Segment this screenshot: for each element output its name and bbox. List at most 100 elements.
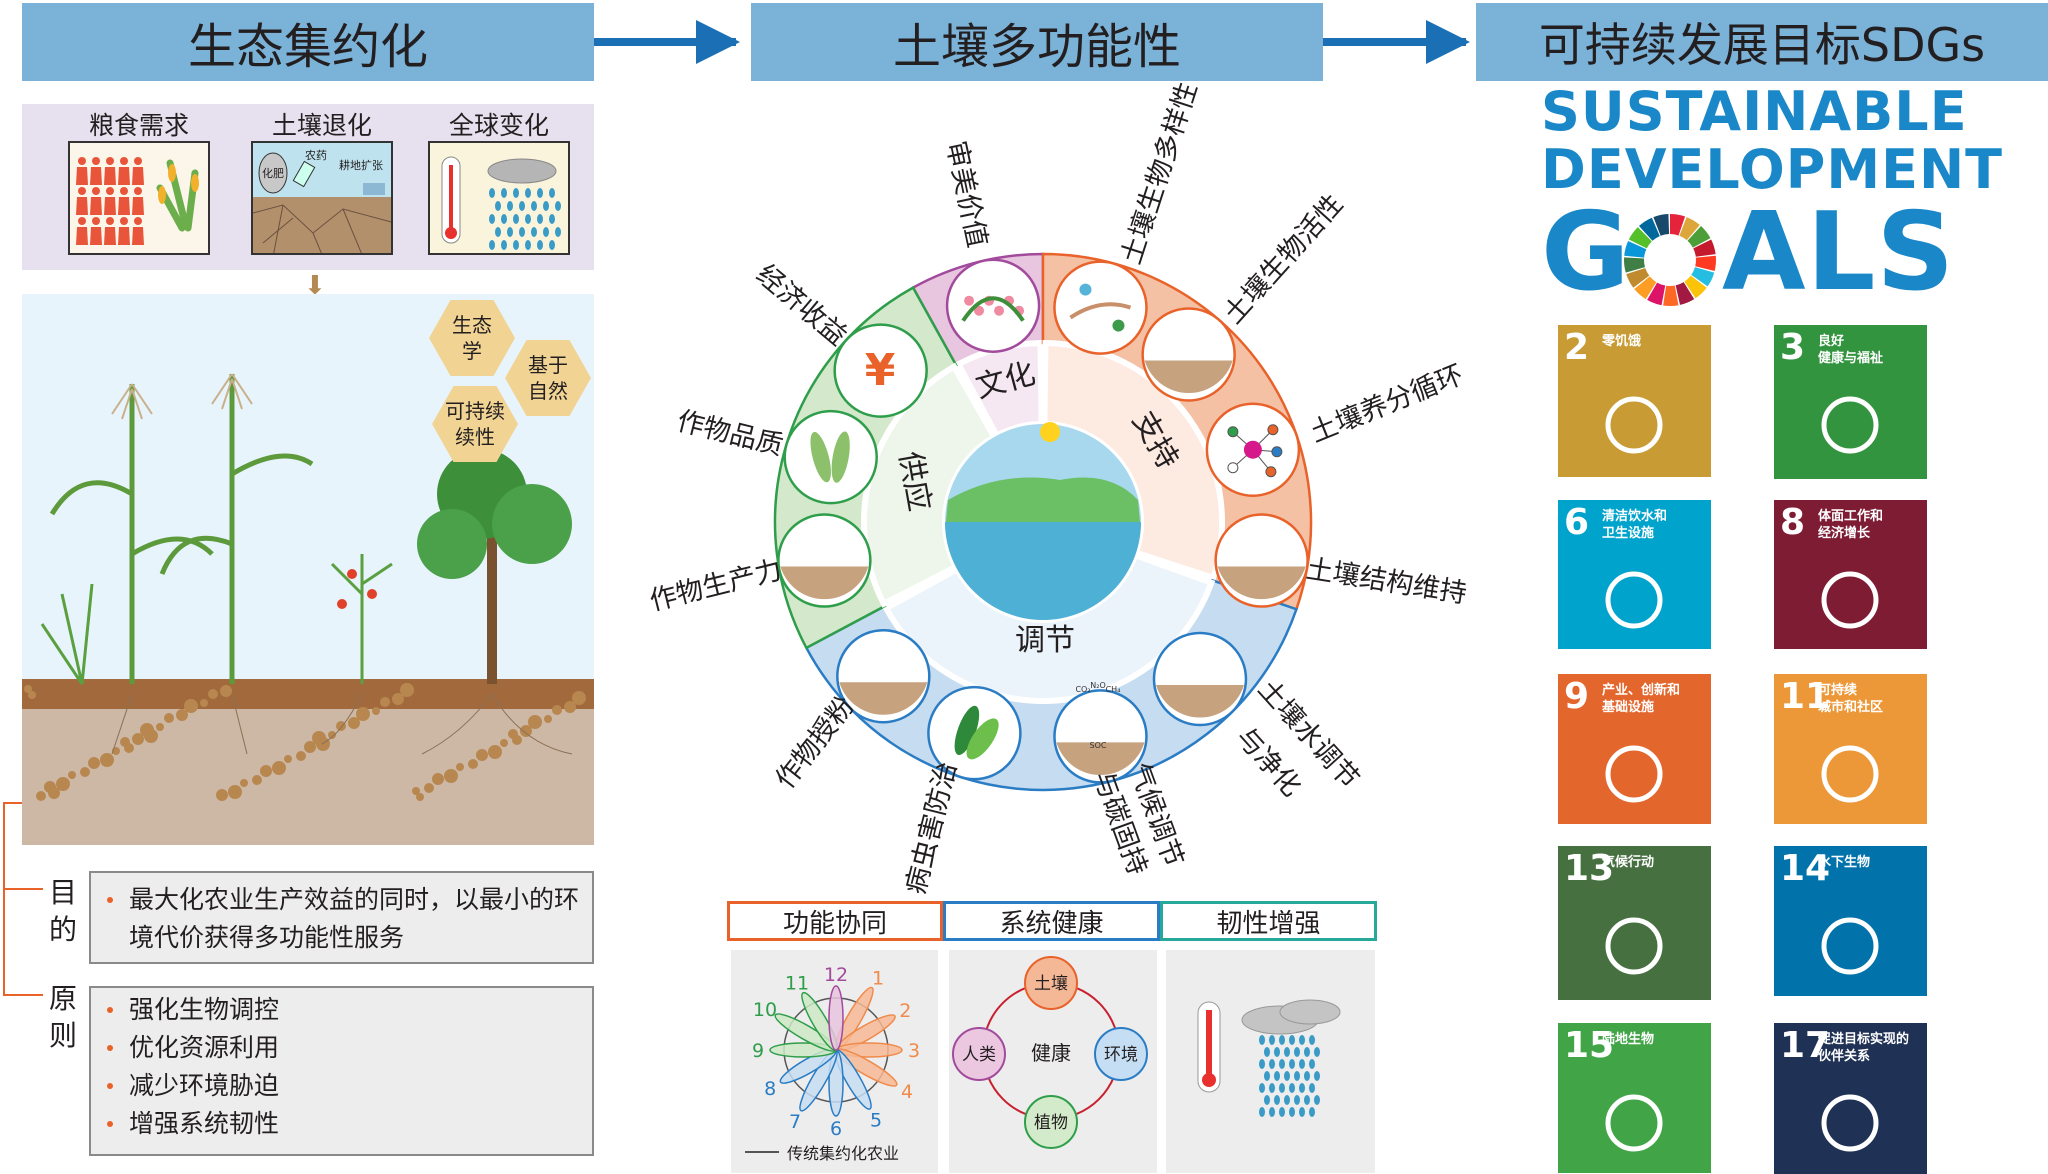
soil-aggregates-icon <box>1214 513 1309 608</box>
sdg-11-icon <box>1821 745 1879 803</box>
node-human-label: 人类 <box>962 1045 996 1065</box>
bracket-connector <box>3 994 43 996</box>
sdg-logo-development: DEVELOPMENT <box>1541 138 2004 201</box>
sdg-wheel-segment <box>1653 214 1670 236</box>
water-body <box>945 522 1141 620</box>
sdg-15-icon <box>1605 1094 1663 1152</box>
driver-label-soil: 土壤退化 <box>271 111 372 140</box>
sdg-wheel-segment <box>1687 226 1711 248</box>
sdg-tile-9: 9 产业、创新和 基础设施 <box>1558 674 1711 824</box>
co2-label: CO₂ <box>1075 685 1090 694</box>
node-human <box>952 1027 1006 1081</box>
sdg-wheel-segment <box>1624 240 1647 258</box>
service-structure: 土壤结构维持 <box>1304 554 1469 610</box>
driver-label-food: 粮食需求 <box>88 111 189 140</box>
sdg-number: 8 <box>1780 502 1806 543</box>
soil-microbes-icon <box>1141 307 1236 402</box>
header-soil-multifunctionality: 土壤多功能性 <box>751 3 1323 81</box>
cracked-soil-icon <box>253 152 391 253</box>
node-soil <box>1024 956 1078 1010</box>
tab-system-health: 系统健康 <box>943 901 1160 941</box>
sdg-17-icon <box>1821 1094 1879 1152</box>
arrow-right-icon <box>1323 20 1470 64</box>
service-pest-control: 病虫害防治 <box>900 759 963 897</box>
sdg-2-icon <box>1605 396 1663 454</box>
sdg-title: 清洁饮水和 卫生设施 <box>1602 509 1668 541</box>
sdg-wheel-segment <box>1647 282 1666 306</box>
sdg-number: 15 <box>1564 1025 1615 1066</box>
header-eco-intensification: 生态集约化 <box>22 3 594 81</box>
resilience-illustration <box>1197 999 1341 1117</box>
arrow-right-icon <box>594 20 740 64</box>
health-diagram: 土壤 环境 植物 人类 健康 <box>952 956 1148 1149</box>
sdg-wheel-segment <box>1626 267 1650 288</box>
crop-field-icon <box>777 513 872 608</box>
sdg-14-icon <box>1821 917 1879 975</box>
sdg-title: 产业、创新和 基础设施 <box>1602 683 1681 715</box>
rose-number: 10 <box>753 999 777 1021</box>
principle-item: 减少环境胁迫 <box>101 1067 584 1105</box>
sdg-wheel-segment <box>1628 227 1652 249</box>
sun-icon <box>1040 422 1060 442</box>
flowers-icon <box>945 258 1041 353</box>
bracket-connector <box>3 802 22 804</box>
sdg-logo-als: ALS <box>1722 190 1956 315</box>
sdg-9-icon <box>1605 745 1663 803</box>
rose-number: 5 <box>870 1109 882 1131</box>
sdg-logo-sustainable: SUSTAINABLE <box>1541 80 1968 143</box>
tab-function-synergy: 功能协同 <box>727 901 943 941</box>
water-roots-icon <box>1152 631 1248 727</box>
food-demand-image <box>68 141 210 255</box>
rose-number: 4 <box>901 1081 913 1103</box>
sdg-wheel-segment <box>1691 267 1715 287</box>
sdg-wheel-segment <box>1695 255 1716 272</box>
principle-item: 强化生物调控 <box>101 991 584 1029</box>
goal-label: 目的 <box>48 876 77 946</box>
yuan-icon <box>833 323 928 418</box>
sdg-title: 气候行动 <box>1602 855 1655 870</box>
sdg-wheel-segment <box>1624 257 1645 273</box>
sdg-wheel-segment <box>1693 239 1716 257</box>
hexagon-sustainability: 可持续 续性 <box>432 386 518 462</box>
yuan-icon: ¥ <box>865 345 896 396</box>
rose-number: 6 <box>830 1118 842 1140</box>
hexagon-ecology: 生态 学 <box>429 300 515 376</box>
sdg-number: 9 <box>1564 676 1590 717</box>
soil-degradation-image: 化肥 农药 耕地扩张 <box>251 141 393 255</box>
sdg-logo-g: G <box>1541 190 1631 315</box>
sector-regulate: 调节 <box>1015 623 1075 658</box>
node-soil-label: 土壤 <box>1034 973 1068 994</box>
corn-ears-icon <box>783 409 878 505</box>
sdg-wheel-segment <box>1684 275 1707 299</box>
service-nutrient-cycling: 土壤养分循环 <box>1306 359 1468 448</box>
legend-line <box>745 1151 779 1153</box>
healthy-leaves-icon <box>927 685 1022 781</box>
service-productivity: 作物生产力 <box>647 554 785 617</box>
service-aesthetic: 审美价值 <box>940 138 993 250</box>
rose-number: 2 <box>899 1000 911 1022</box>
rose-number: 3 <box>908 1040 920 1062</box>
global-change-image <box>428 141 570 255</box>
rose-number: 9 <box>752 1040 764 1062</box>
service-bioactivity: 土壤生物活性 <box>1218 189 1349 330</box>
node-plant-label: 植物 <box>1034 1113 1068 1133</box>
tab-resilience: 韧性增强 <box>1160 901 1377 941</box>
bracket-connector <box>3 888 43 890</box>
principle-item: 优化资源利用 <box>101 1029 584 1067</box>
plants-soil-illustration <box>22 373 594 845</box>
sdg-wheel-segment <box>1679 217 1700 241</box>
fertilizer-label: 化肥 <box>262 167 284 180</box>
legend-label: 传统集约化农业 <box>787 1144 900 1163</box>
sdg-number: 17 <box>1780 1025 1831 1066</box>
rose-number: 1 <box>872 967 884 989</box>
rose-legend: 传统集约化农业 <box>745 1140 899 1164</box>
sdg-wheel-segment <box>1675 282 1695 305</box>
header-sdgs: 可持续发展目标SDGs <box>1476 3 2048 81</box>
node-environment-label: 环境 <box>1104 1045 1138 1065</box>
pesticide-label: 农药 <box>305 149 327 162</box>
land-area <box>946 477 1140 522</box>
